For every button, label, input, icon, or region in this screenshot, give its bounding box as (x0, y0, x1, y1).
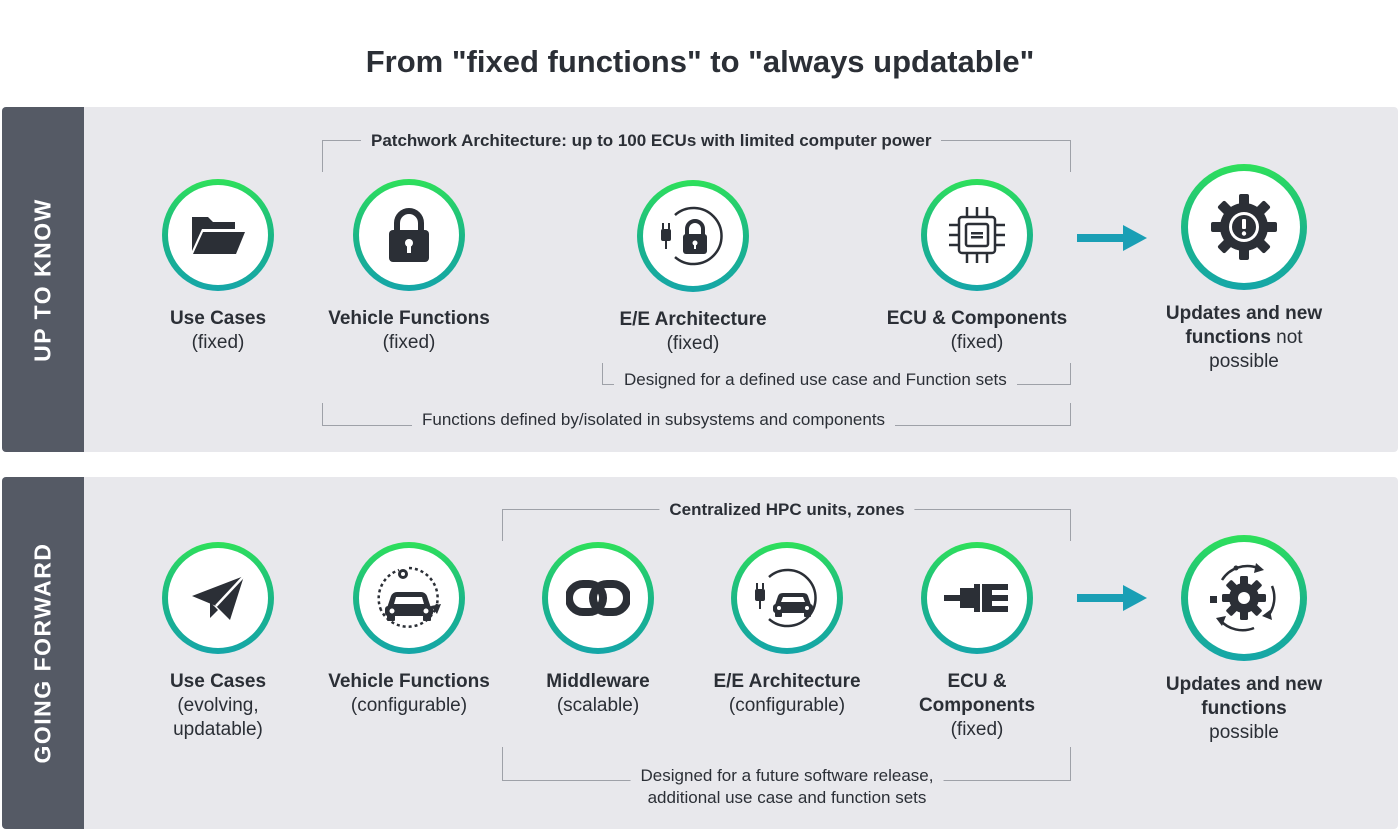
chip-icon (949, 207, 1005, 263)
item-ecu-components: ECU &Components(fixed) (862, 542, 1092, 742)
car-cycle-icon (377, 566, 441, 628)
plug-lock-icon (661, 206, 723, 266)
item-ee-architecture: E/E Architecture(configurable) (672, 542, 902, 718)
top-bracket-label: Patchwork Architecture: up to 100 ECUs w… (361, 130, 942, 152)
bottom-bracket-2-label: Functions defined by/isolated in subsyst… (412, 409, 896, 431)
side-label: UP TO KNOW (29, 197, 56, 362)
item-vehicle-functions: Vehicle Functions(configurable) (294, 542, 524, 718)
bottom-bracket-1-label: Designed for a defined use case and Func… (614, 369, 1017, 391)
chain-link-icon (566, 580, 630, 616)
paper-plane-icon (192, 575, 245, 620)
item-middleware: Middleware(scalable) (483, 542, 713, 718)
gear-cycle-icon (1210, 563, 1276, 632)
item-ecu-components: ECU & Components(fixed) (862, 179, 1092, 355)
lock-icon (389, 208, 429, 262)
page-title: From "fixed functions" to "always updata… (365, 44, 1035, 79)
gear-warning-icon (1211, 194, 1277, 260)
item-use-cases: Use Cases(fixed) (103, 179, 333, 355)
item-use-cases: Use Cases(evolving,updatable) (103, 542, 333, 742)
arrow-right-icon (1077, 585, 1147, 611)
up-to-know-panel: UP TO KNOW Patchwork Architecture: up to… (2, 107, 1398, 452)
arrow-right-icon (1077, 225, 1147, 251)
bottom-bracket-label: Designed for a future software release,a… (630, 765, 944, 809)
going-forward-panel: GOING FORWARD Centralized HPC units, zon… (2, 477, 1398, 829)
plug-car-icon (755, 568, 817, 628)
connector-icon (944, 584, 1008, 612)
side-bar: UP TO KNOW (2, 107, 84, 452)
top-bracket-label: Centralized HPC units, zones (659, 499, 915, 521)
side-bar: GOING FORWARD (2, 477, 84, 829)
item-ee-architecture: E/E Architecture(fixed) (578, 180, 808, 356)
folder-icon (192, 217, 245, 254)
item-vehicle-functions: Vehicle Functions(fixed) (294, 179, 524, 355)
side-label: GOING FORWARD (29, 542, 56, 764)
